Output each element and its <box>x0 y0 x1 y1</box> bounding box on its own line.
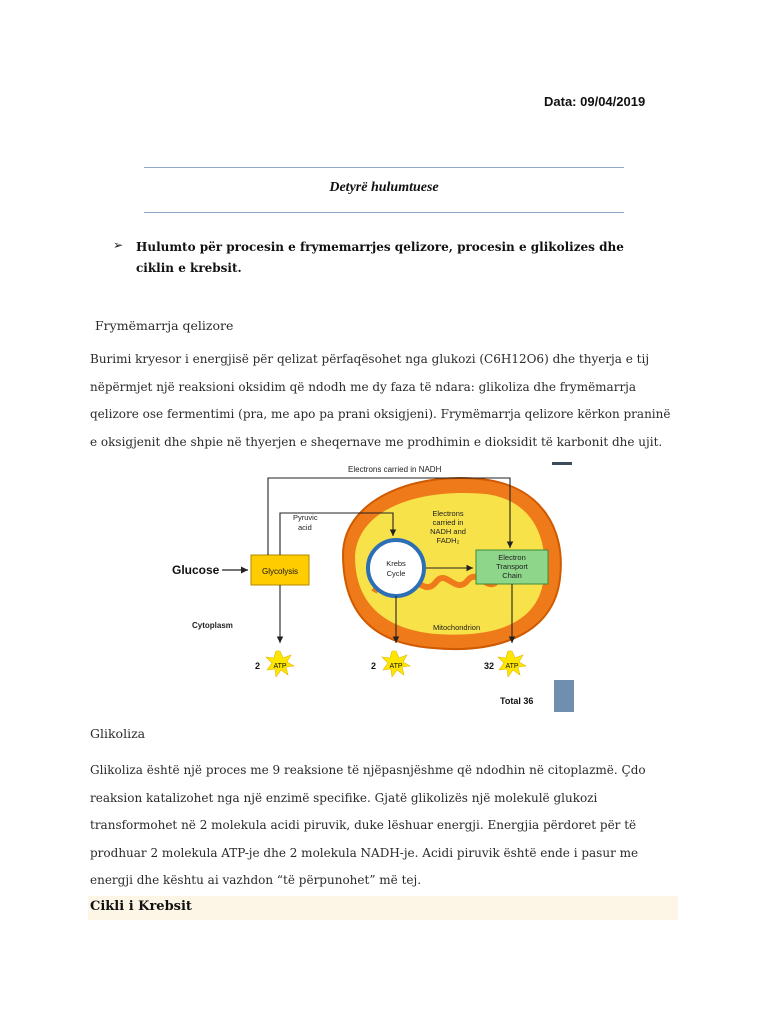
atp2-label: ATP <box>389 663 402 670</box>
atp2-count: 2 <box>371 661 376 671</box>
electrons-carried-line-3: NADH and <box>430 527 466 536</box>
krebs-line-1: Krebs <box>386 559 406 568</box>
mitochondrion-shape <box>341 477 562 650</box>
section-heading-glycolysis: Glikoliza <box>90 726 146 741</box>
glycolysis-label: Glycolysis <box>262 567 298 576</box>
total-atp-label: Total 36 <box>500 696 533 706</box>
section-paragraph-respiration: Burimi kryesor i energjisë për qelizat p… <box>90 352 671 449</box>
mitochondrion-label: Mitochondrion <box>433 623 480 632</box>
section-heading-respiration: Frymëmarrja qelizore <box>95 318 234 333</box>
atp-burst-etc: 32 ATP <box>484 650 527 678</box>
krebs-cycle-circle <box>366 538 426 598</box>
bullet-arrow-icon: ➢ <box>113 238 124 252</box>
corner-bar <box>554 680 574 712</box>
krebs-heading-highlight <box>88 896 678 920</box>
pyruvic-line-1: Pyruvic <box>293 513 318 522</box>
atp1-label: ATP <box>273 663 286 670</box>
atp-burst-krebs: 2 ATP <box>371 650 411 678</box>
cytoplasm-label: Cytoplasm <box>192 621 233 630</box>
atp3-count: 32 <box>484 661 494 671</box>
document-title: Detyrë hulumtuese <box>329 180 439 195</box>
electrons-carried-line-4: FADH₂ <box>437 536 460 545</box>
krebs-line-2: Cycle <box>387 569 406 578</box>
etc-box <box>475 549 549 585</box>
pyruvic-line-2: acid <box>298 523 312 532</box>
etc-line-2: Transport <box>496 562 529 571</box>
electrons-carried-line-1: Electrons <box>432 509 464 518</box>
etc-line-1: Electron <box>498 553 526 562</box>
electrons-carried-line-2: carried in <box>433 518 464 527</box>
electrons-nadh-label: Electrons carried in NADH <box>348 465 442 474</box>
glucose-label: Glucose <box>172 563 220 577</box>
title-rule-top <box>144 167 624 168</box>
document-date: Data: 09/04/2019 <box>544 94 646 109</box>
atp3-label: ATP <box>505 663 518 670</box>
atp1-count: 2 <box>255 661 260 671</box>
section-paragraph-glycolysis: Glikoliza është një proces me 9 reaksion… <box>90 763 646 887</box>
diagram-svg: Glucose Glycolysis Cytoplasm Electrons c… <box>168 458 574 712</box>
corner-mark <box>552 462 572 465</box>
title-rule-bottom <box>144 212 624 213</box>
etc-line-3: Chain <box>502 571 522 580</box>
cellular-respiration-diagram: Glucose Glycolysis Cytoplasm Electrons c… <box>168 458 574 712</box>
atp-burst-glycolysis: 2 ATP <box>255 650 295 678</box>
section-heading-krebs: Cikli i Krebsit <box>90 899 192 914</box>
task-text: Hulumto për procesin e frymemarrjes qeli… <box>136 240 624 275</box>
